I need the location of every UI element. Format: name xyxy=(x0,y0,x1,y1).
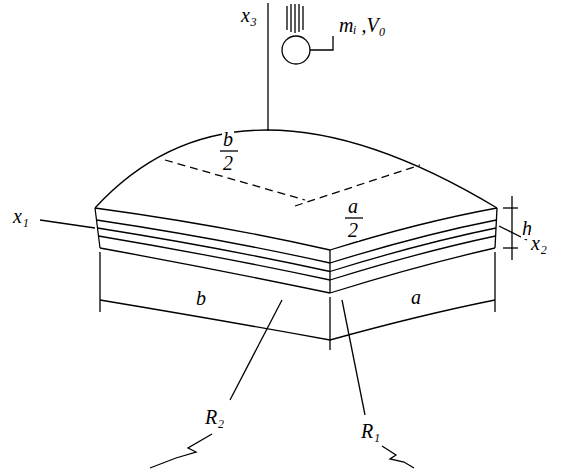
axis-label: x₃ xyxy=(240,4,258,26)
axis-label: x₂ xyxy=(530,232,548,254)
dimension-label: a xyxy=(410,286,422,308)
impactor-label: mᵢ ,V₀ xyxy=(338,14,387,36)
dimension-label: b xyxy=(195,287,207,309)
radius-label: R₁ xyxy=(360,420,381,442)
fraction-numerator: a xyxy=(347,195,359,217)
radius-label: R₂ xyxy=(204,406,225,428)
fraction-numerator: b xyxy=(222,128,234,150)
fraction-denominator: 2 xyxy=(347,219,359,241)
axis-label: x₁ xyxy=(12,205,30,227)
fraction-denominator: 2 xyxy=(222,152,234,174)
